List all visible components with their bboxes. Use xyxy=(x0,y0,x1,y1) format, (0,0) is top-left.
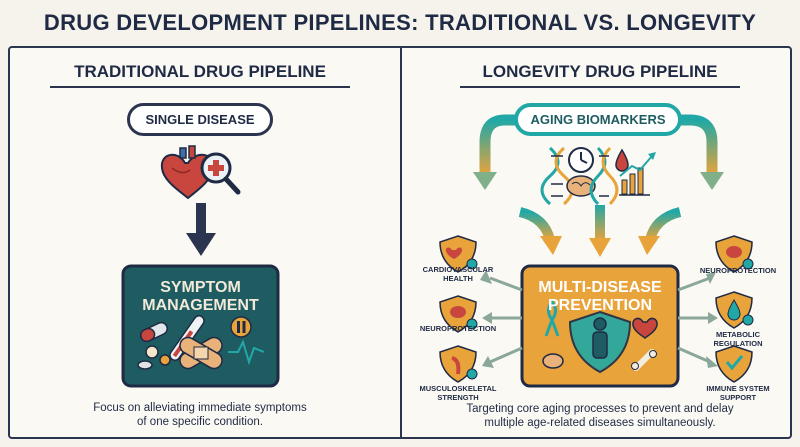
curved-arrow-right-head xyxy=(700,172,724,190)
converge-arrow-left xyxy=(518,207,555,242)
panel-divider xyxy=(400,46,402,439)
symptom-management-label: SYMPTOM MANAGEMENT xyxy=(142,279,259,314)
dna-icon xyxy=(589,146,619,206)
converge-arrow-right-head xyxy=(638,236,660,255)
shield-check-icon xyxy=(715,235,754,273)
single-disease-pill: SINGLE DISEASE xyxy=(127,103,273,136)
pulse-icon xyxy=(228,339,265,366)
page-title: DRUG DEVELOPMENT PIPELINES: TRADITIONAL … xyxy=(43,10,757,35)
dna-icon xyxy=(540,146,574,206)
benefit-immune: IMMUNE SYSTEM SUPPORT xyxy=(706,384,770,402)
shield-check-icon xyxy=(439,345,478,383)
converge-arrow-center-head xyxy=(589,238,611,257)
pills-icon xyxy=(137,321,171,370)
curved-arrow-left xyxy=(479,114,515,175)
magnifier-cross-icon xyxy=(200,152,241,195)
ribbon-icon xyxy=(544,299,560,337)
benefit-arrows-left xyxy=(480,270,523,368)
benefit-neuroprotection-right: NEUROPROTECTION xyxy=(699,266,777,275)
benefit-metabolic: METABOLIC REGULATION xyxy=(713,330,763,348)
drop-icon xyxy=(615,148,629,172)
trend-chart-icon xyxy=(619,152,656,196)
curved-arrow-left-head xyxy=(473,172,497,190)
brain-icon xyxy=(542,353,564,369)
longevity-caption: Targeting core aging processes to preven… xyxy=(466,403,734,429)
benefit-arrows-right xyxy=(677,272,718,368)
traditional-heading: TRADITIONAL DRUG PIPELINE xyxy=(50,62,350,88)
longevity-heading: LONGEVITY DRUG PIPELINE xyxy=(460,62,740,88)
benefit-neuroprotection-left: NEUROPROTECTION xyxy=(419,324,497,333)
heading-underline xyxy=(50,86,350,88)
brain-icon xyxy=(566,175,596,197)
bandage-icon xyxy=(179,336,223,370)
shield-check-icon xyxy=(715,345,753,383)
shield-person-icon xyxy=(568,310,632,374)
heading-underline xyxy=(460,86,740,88)
benefit-musculoskeletal: MUSCULOSKELETAL STRENGTH xyxy=(419,384,497,402)
down-arrow xyxy=(186,203,216,256)
shield-check-icon xyxy=(439,235,478,273)
benefit-cardiovascular: CARDIOVASCULAR HEALTH xyxy=(422,265,494,283)
converge-arrow-right xyxy=(645,207,682,242)
shield-check-icon xyxy=(439,295,478,333)
pause-icon xyxy=(230,316,252,338)
bone-icon xyxy=(631,349,657,371)
multi-disease-label: MULTI-DISEASE PREVENTION xyxy=(538,279,662,314)
traditional-caption: Focus on alleviating immediate symptoms … xyxy=(93,402,307,428)
heart-icon xyxy=(632,317,658,339)
aging-biomarkers-pill: AGING BIOMARKERS xyxy=(514,103,682,136)
shield-check-icon xyxy=(715,291,754,329)
converge-arrow-left-head xyxy=(540,236,562,255)
curved-arrow-right xyxy=(678,114,718,175)
converge-arrow-center xyxy=(595,205,605,241)
clock-icon xyxy=(568,147,594,173)
